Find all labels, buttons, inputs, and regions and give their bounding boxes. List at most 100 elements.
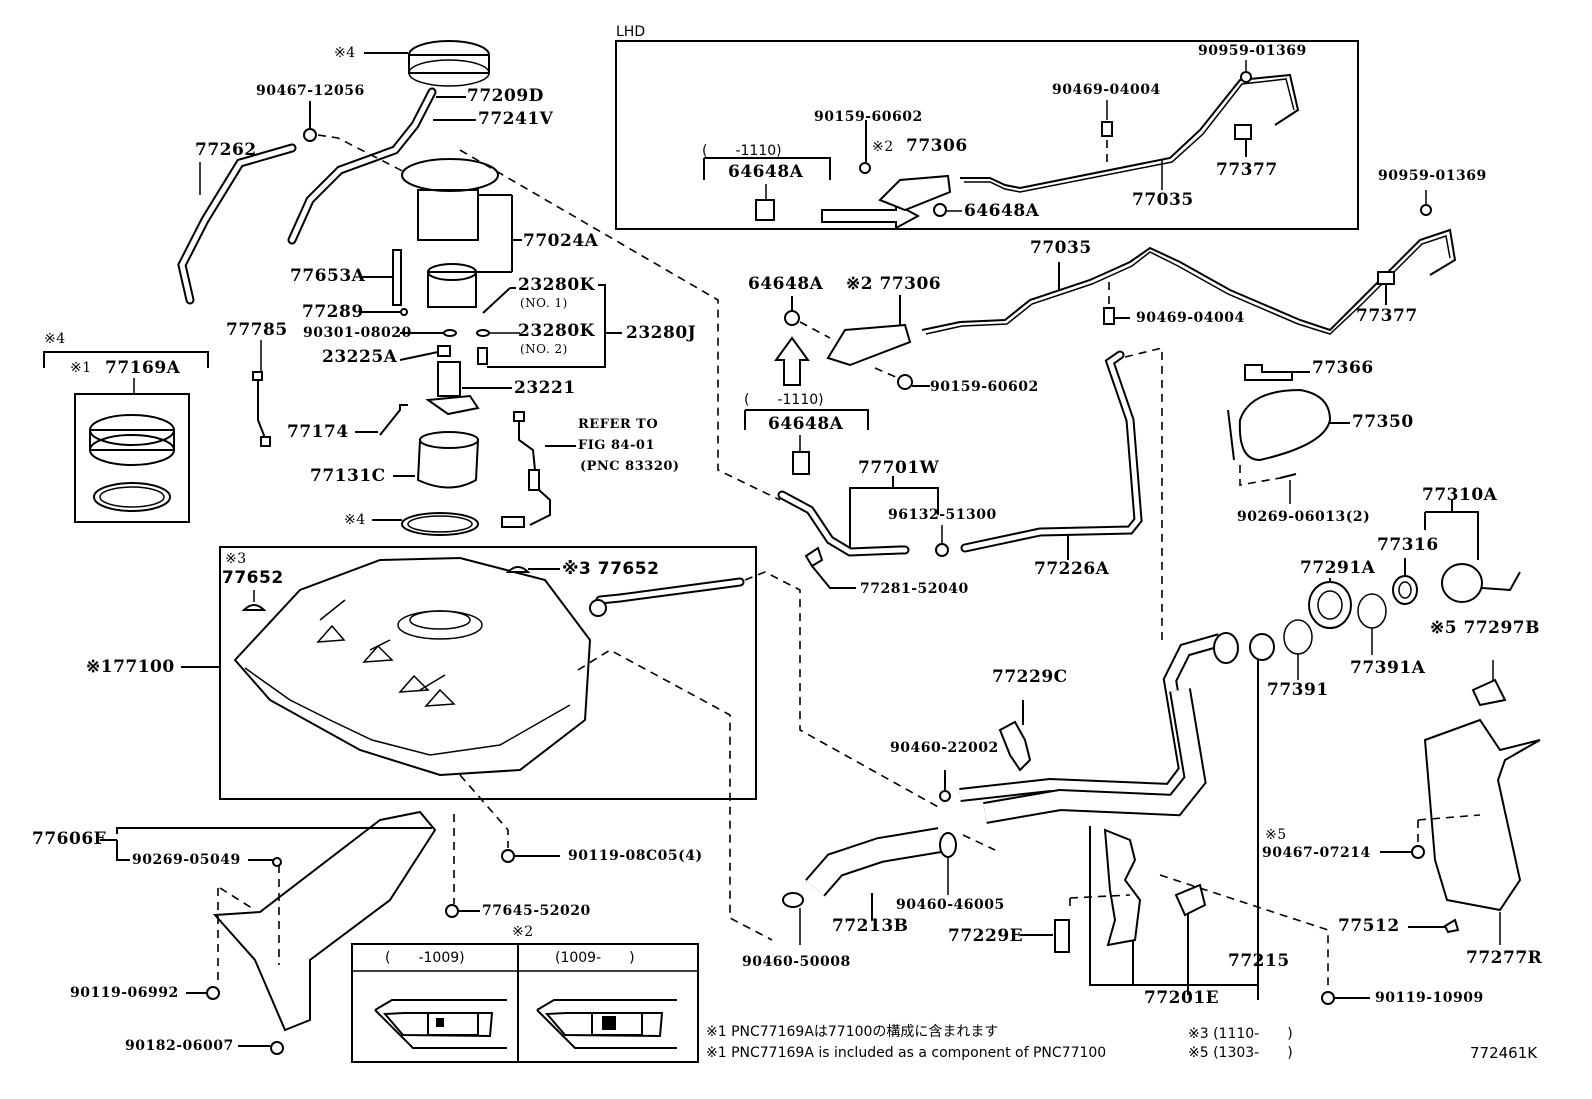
lhd-label-77306[interactable]: 77306 bbox=[906, 136, 968, 156]
label-77289[interactable]: 77289 bbox=[302, 302, 364, 322]
label-77174[interactable]: 77174 bbox=[287, 422, 349, 442]
label-64648A-b[interactable]: 64648A bbox=[768, 414, 844, 434]
label-77100[interactable]: ※177100 bbox=[86, 657, 175, 677]
lhd-label-64648A-a[interactable]: 64648A bbox=[728, 162, 804, 182]
label-77201E[interactable]: 77201E bbox=[1144, 988, 1220, 1008]
label-23280J[interactable]: 23280J bbox=[626, 323, 697, 343]
footnote-en: ※1 PNC77169A is included as a component … bbox=[706, 1045, 1107, 1061]
note-gasket: ※4 bbox=[344, 512, 366, 528]
kit-frame bbox=[74, 393, 190, 523]
refer-to-line3: (PNC 83320) bbox=[580, 459, 680, 474]
figure-id: 772461K bbox=[1470, 1044, 1538, 1062]
label-77131C[interactable]: 77131C bbox=[310, 466, 386, 486]
lhd-label-77035[interactable]: 77035 bbox=[1132, 190, 1194, 210]
label-77701W[interactable]: 77701W bbox=[858, 458, 940, 478]
label-77785[interactable]: 77785 bbox=[226, 320, 288, 340]
lhd-label-90469-04004[interactable]: 90469-04004 bbox=[1052, 82, 1161, 98]
refer-to-line2[interactable]: FIG 84-01 bbox=[578, 438, 656, 453]
label-77262[interactable]: 77262 bbox=[195, 140, 257, 160]
label-90460-50008[interactable]: 90460-50008 bbox=[742, 954, 851, 970]
label-77215[interactable]: 77215 bbox=[1228, 951, 1290, 971]
label-23225A[interactable]: 23225A bbox=[322, 347, 398, 367]
lhd-label-64648A-b[interactable]: 64648A bbox=[964, 201, 1040, 221]
note-tank-clip-left: ※3 bbox=[225, 551, 247, 567]
lhd-inset-frame bbox=[615, 40, 1359, 230]
label-90159-60602[interactable]: 90159-60602 bbox=[930, 379, 1039, 395]
label-64648A[interactable]: 64648A bbox=[748, 274, 824, 294]
label-77316[interactable]: 77316 bbox=[1377, 535, 1439, 555]
label-77213B[interactable]: 77213B bbox=[832, 916, 909, 936]
label-77281-52040[interactable]: 77281-52040 bbox=[860, 581, 969, 597]
label-90119-06992[interactable]: 90119-06992 bbox=[70, 985, 179, 1001]
label-23280K-no2-sub: (NO. 2) bbox=[520, 342, 568, 356]
filler-protector bbox=[1423, 718, 1541, 912]
label-77035[interactable]: 77035 bbox=[1030, 238, 1092, 258]
label-77226A[interactable]: 77226A bbox=[1034, 559, 1110, 579]
note-ring-top: ※4 bbox=[334, 45, 356, 61]
label-90469-04004[interactable]: 90469-04004 bbox=[1136, 310, 1245, 326]
label-90467-12056[interactable]: 90467-12056 bbox=[256, 83, 365, 99]
refer-to-line1: REFER TO bbox=[578, 417, 659, 432]
label-77653A[interactable]: 77653A bbox=[290, 266, 366, 286]
tank-protector bbox=[212, 810, 437, 1032]
label-77350[interactable]: 77350 bbox=[1352, 412, 1414, 432]
note-5: ※5 bbox=[1265, 827, 1287, 843]
label-77291A[interactable]: 77291A bbox=[1300, 558, 1376, 578]
fuel-tank bbox=[233, 556, 592, 777]
lhd-label-77377[interactable]: 77377 bbox=[1216, 160, 1278, 180]
footnote-jp: ※1 PNC77169Aは77100の構成に含まれます bbox=[706, 1024, 999, 1040]
label-90467-07214[interactable]: 90467-07214 bbox=[1262, 845, 1371, 861]
label-77512[interactable]: 77512 bbox=[1338, 916, 1400, 936]
label-90182-06007[interactable]: 90182-06007 bbox=[125, 1038, 234, 1054]
footnote-note5: ※5 (1303- ) bbox=[1188, 1045, 1293, 1061]
label-23280K-no1-sub: (NO. 1) bbox=[520, 296, 568, 310]
lhd-label-90959-01369[interactable]: 90959-01369 bbox=[1198, 43, 1307, 59]
lhd-header: LHD bbox=[616, 24, 646, 40]
label-77229E[interactable]: 77229E bbox=[948, 926, 1024, 946]
fuel-door bbox=[1238, 388, 1332, 462]
gasket-kit bbox=[93, 482, 171, 512]
lhd-label-90159-60602[interactable]: 90159-60602 bbox=[814, 109, 923, 125]
label-77306[interactable]: ※2 77306 bbox=[846, 274, 942, 294]
label-90301-08020[interactable]: 90301-08020 bbox=[303, 325, 412, 341]
label-90959-01369[interactable]: 90959-01369 bbox=[1378, 168, 1487, 184]
label-77241V[interactable]: 77241V bbox=[478, 109, 554, 129]
label-90269-05049[interactable]: 90269-05049 bbox=[132, 852, 241, 868]
label-77209D[interactable]: 77209D bbox=[467, 86, 544, 106]
label-77652-left[interactable]: 77652 bbox=[222, 568, 284, 588]
label-90460-22002[interactable]: 90460-22002 bbox=[890, 740, 999, 756]
label-77391[interactable]: 77391 bbox=[1267, 680, 1329, 700]
label-77645-52020[interactable]: 77645-52020 bbox=[482, 903, 591, 919]
label-77377[interactable]: 77377 bbox=[1356, 306, 1418, 326]
label-77310A[interactable]: 77310A bbox=[1422, 485, 1498, 505]
lhd-note-2: ※2 bbox=[872, 139, 894, 155]
opener-lever bbox=[826, 323, 912, 367]
label-77169A[interactable]: 77169A bbox=[105, 358, 181, 378]
kit-bracket bbox=[43, 351, 209, 368]
label-77391A[interactable]: 77391A bbox=[1350, 658, 1426, 678]
label-77297B[interactable]: ※5 77297B bbox=[1430, 618, 1541, 638]
label-23221[interactable]: 23221 bbox=[514, 378, 576, 398]
filler-bracket bbox=[1103, 828, 1142, 947]
lid-opener-inset bbox=[351, 943, 699, 1063]
note-kit-group: ※4 bbox=[44, 331, 66, 347]
label-77229C[interactable]: 77229C bbox=[992, 667, 1068, 687]
label-77606F[interactable]: 77606F bbox=[32, 829, 107, 849]
label-90119-10909[interactable]: 90119-10909 bbox=[1375, 990, 1484, 1006]
up-arrow bbox=[774, 336, 810, 386]
label-90460-46005[interactable]: 90460-46005 bbox=[896, 897, 1005, 913]
note-inset-2: ※2 bbox=[512, 924, 534, 940]
label-23280K-no1[interactable]: 23280K bbox=[518, 275, 595, 295]
label-77366[interactable]: 77366 bbox=[1312, 358, 1374, 378]
label-90269-06013[interactable]: 90269-06013(2) bbox=[1237, 509, 1371, 525]
label-23280K-no2[interactable]: 23280K bbox=[518, 321, 595, 341]
label-77652-right[interactable]: ※3 77652 bbox=[562, 559, 660, 579]
lhd-range-1110: ( -1110) bbox=[702, 143, 782, 159]
inset-col-after-1009: (1009- ) bbox=[555, 950, 635, 966]
label-77277R[interactable]: 77277R bbox=[1466, 948, 1543, 968]
label-77024A[interactable]: 77024A bbox=[523, 231, 599, 251]
label-90119-08C05[interactable]: 90119-08C05(4) bbox=[568, 848, 703, 864]
range-1110: ( -1110) bbox=[744, 392, 824, 408]
label-96132-51300[interactable]: 96132-51300 bbox=[888, 507, 997, 523]
